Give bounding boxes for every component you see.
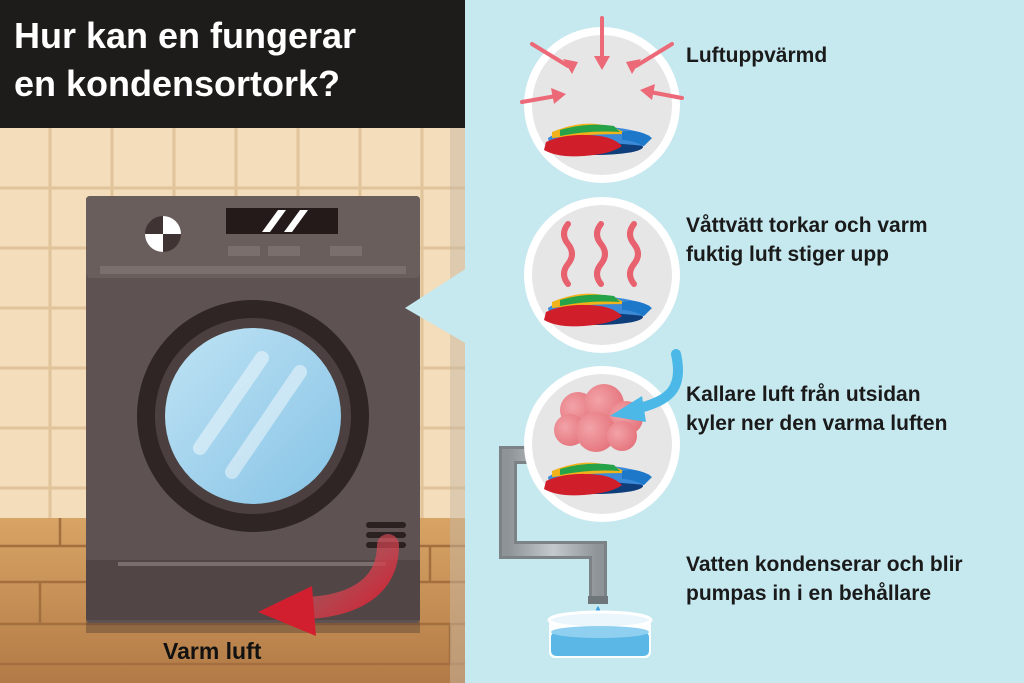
warm-air-arrow-icon xyxy=(258,534,399,636)
callout-pointer xyxy=(405,268,467,344)
step-4-line-1: Vatten kondenserar och blir xyxy=(686,553,963,576)
cool-air-arrow-icon xyxy=(610,349,684,422)
step-3-line-2: kyler ner den varma luften xyxy=(686,412,948,435)
step-1-line-1: Luftuppvärmd xyxy=(686,44,828,67)
page-title: Hur kan en fungerar en kondensortork? xyxy=(14,12,356,108)
water-container-icon xyxy=(547,610,653,658)
dryer-machine-icon xyxy=(86,196,420,633)
warm-air-label: Varm luft xyxy=(163,638,262,664)
title-line-1: Hur kan en fungerar xyxy=(14,15,357,56)
step-3-illustration xyxy=(524,366,680,522)
step-4-line-2: pumpas in i en behållare xyxy=(686,582,932,605)
step-1-text: Luftuppvärmd xyxy=(686,41,827,70)
clothes-pile-icon xyxy=(544,293,652,327)
title-line-2: en kondensortork? xyxy=(14,63,341,104)
step-4-text: Vatten kondenserar och blir pumpas in i … xyxy=(686,550,963,608)
door-glass xyxy=(165,328,341,504)
step-2-text: Våttvätt torkar och varm fuktig luft sti… xyxy=(686,211,928,269)
wall-edge xyxy=(450,128,465,683)
step-2-line-2: fuktig luft stiger upp xyxy=(686,243,889,266)
steam-waves-icon xyxy=(561,221,641,287)
step-3-text: Kallare luft från utsidan kyler ner den … xyxy=(686,380,947,438)
step-2-line-1: Våttvätt torkar och varm xyxy=(686,214,928,237)
step-1-illustration xyxy=(520,16,684,183)
title-box: Hur kan en fungerar en kondensortork? xyxy=(0,0,465,128)
clothes-pile-icon xyxy=(544,462,652,496)
step-2-illustration xyxy=(524,197,680,353)
clothes-pile-icon xyxy=(544,123,652,157)
step-3-line-1: Kallare luft från utsidan xyxy=(686,383,921,406)
heat-arrows-icon xyxy=(520,16,684,104)
